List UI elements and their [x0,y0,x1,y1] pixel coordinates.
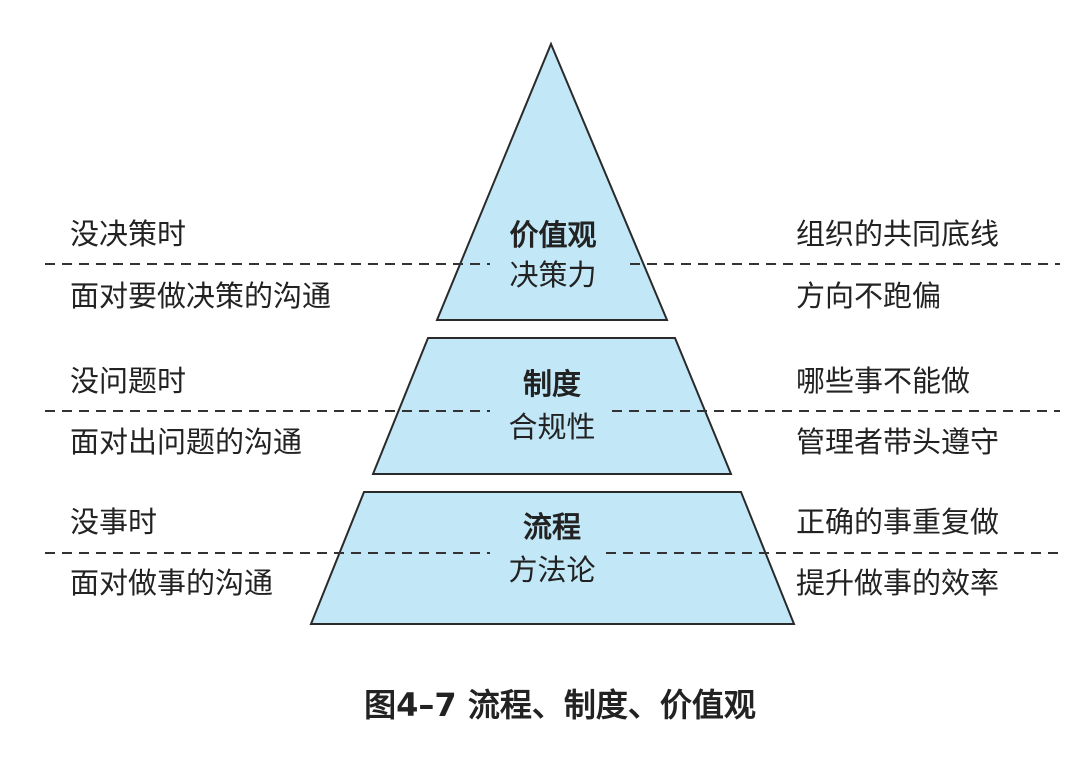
level-1-left-bottom: 面对要做决策的沟通 [70,279,331,313]
level-2-subtitle: 合规性 [508,410,595,444]
level-2-left-bottom: 面对出问题的沟通 [70,425,302,459]
pyramid-middle-trapezoid [371,337,733,475]
level-1-right-top: 组织的共同底线 [796,217,999,251]
level-3-right-bottom: 提升做事的效率 [796,566,999,600]
level-2-title: 制度 [523,367,581,401]
pyramid-top-triangle [435,41,669,321]
level-3-left-top: 没事时 [70,505,157,539]
level-2-right-top: 哪些事不能做 [796,364,970,398]
level-3-left-bottom: 面对做事的沟通 [70,566,273,600]
level-1-title: 价值观 [509,218,596,252]
level-3-title: 流程 [523,510,581,544]
level-1-subtitle: 决策力 [509,258,596,292]
level-1-left-top: 没决策时 [70,217,186,251]
figure-caption: 图4–7 流程、制度、价值观 [364,686,756,724]
level-2-right-bottom: 管理者带头遵守 [796,425,999,459]
level-3-subtitle: 方法论 [508,553,595,587]
level-2-left-top: 没问题时 [70,364,186,398]
pyramid-bottom-trapezoid [309,491,796,625]
level-3-right-top: 正确的事重复做 [796,505,999,539]
dashed-dividers [45,263,1060,554]
level-1-right-bottom: 方向不跑偏 [796,279,941,313]
